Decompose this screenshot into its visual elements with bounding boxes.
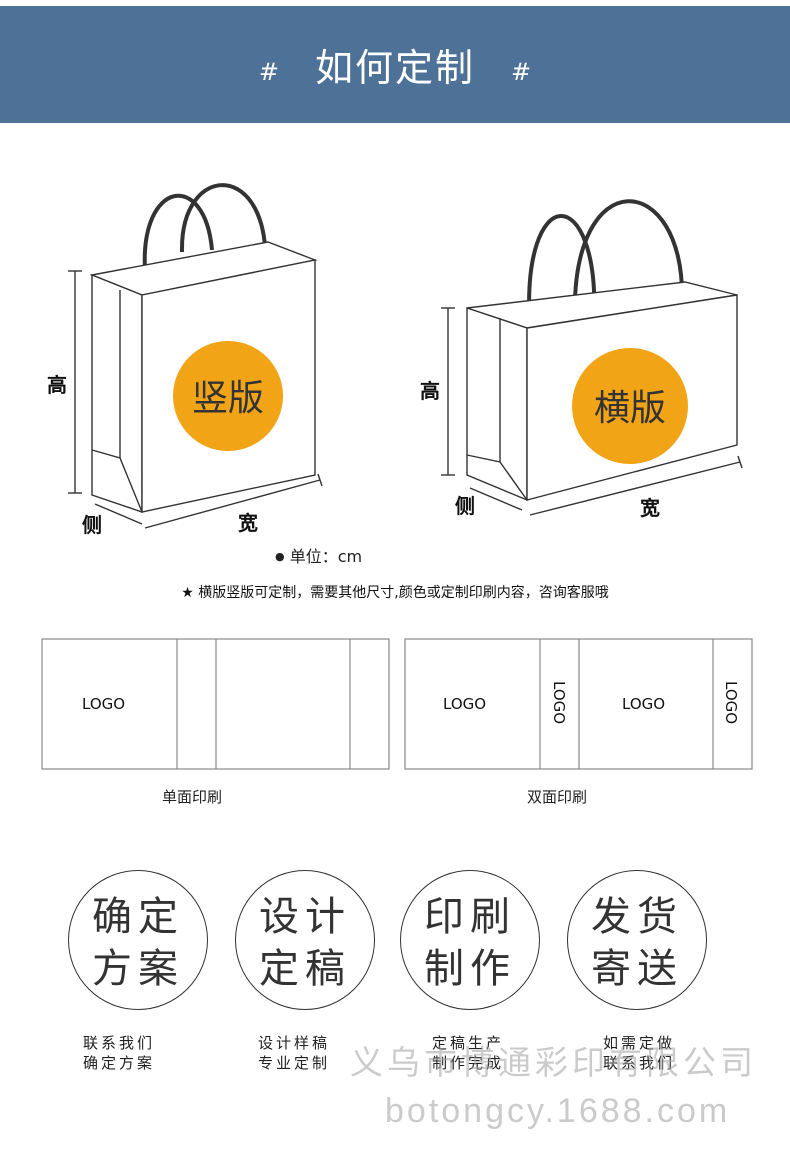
horizontal-height-label: 高 bbox=[420, 379, 440, 403]
step-desc-line1: 定稿生产 bbox=[432, 1034, 505, 1052]
double-logo-back: LOGO bbox=[622, 695, 665, 713]
step-circle-ship: 发货 寄送 bbox=[567, 870, 707, 1010]
vertical-badge bbox=[173, 341, 283, 451]
step-desc-print: 定稿生产 制作完成 bbox=[432, 1033, 504, 1073]
bullet-icon: ● bbox=[275, 550, 285, 563]
bag-illustrations: 竖版 高 侧 宽 横版 高 侧 宽 bbox=[47, 183, 743, 537]
watermark-company: 义乌市博通彩印有限公司 bbox=[350, 1043, 757, 1082]
step-desc-line2: 制作完成 bbox=[432, 1054, 505, 1072]
step-desc-design: 设计样稿 专业定制 bbox=[258, 1033, 330, 1073]
header-banner: # 如何定制 # bbox=[0, 6, 790, 123]
horizontal-bag bbox=[441, 199, 743, 516]
step-desc-line1: 设计样稿 bbox=[258, 1034, 331, 1052]
step-title-line2: 寄送 bbox=[591, 946, 683, 992]
customization-note-text: 横版竖版可定制，需要其他尺寸,颜色或定制印刷内容，咨询客服哦 bbox=[198, 585, 609, 601]
step-desc-line2: 确定方案 bbox=[83, 1054, 156, 1072]
vertical-badge-label: 竖版 bbox=[192, 378, 264, 419]
step-circle-print: 印刷 制作 bbox=[400, 870, 540, 1010]
step-title-line1: 发货 bbox=[591, 894, 683, 940]
single-side-layout: LOGO bbox=[41, 638, 391, 775]
customization-note: ★ 横版竖版可定制，需要其他尺寸,颜色或定制印刷内容，咨询客服哦 bbox=[0, 582, 790, 602]
single-side-caption: 单面印刷 bbox=[162, 788, 223, 806]
horizontal-badge-label: 横版 bbox=[594, 388, 666, 429]
step-desc-ship: 如需定做 联系我们 bbox=[603, 1033, 675, 1073]
step-circle-design: 设计 定稿 bbox=[235, 870, 375, 1010]
step-desc-confirm: 联系我们 确定方案 bbox=[83, 1033, 155, 1073]
single-logo: LOGO bbox=[82, 695, 125, 713]
horizontal-width-label: 宽 bbox=[640, 496, 660, 520]
double-logo-front: LOGO bbox=[443, 695, 486, 713]
step-desc-line2: 专业定制 bbox=[258, 1054, 331, 1072]
watermark-site: botongcy.1688.com bbox=[385, 1092, 731, 1130]
vertical-height-label: 高 bbox=[47, 373, 67, 397]
step-desc-line2: 联系我们 bbox=[603, 1054, 676, 1072]
vertical-side-label: 侧 bbox=[82, 513, 102, 537]
double-side-caption: 双面印刷 bbox=[527, 788, 588, 806]
step-circle-confirm: 确定 方案 bbox=[68, 870, 208, 1010]
page-title: 如何定制 bbox=[314, 46, 475, 90]
step-title-line2: 定稿 bbox=[259, 946, 351, 992]
step-desc-line1: 如需定做 bbox=[603, 1034, 676, 1052]
star-icon: ★ bbox=[181, 585, 194, 601]
step-title-line1: 印刷 bbox=[424, 894, 516, 940]
horizontal-badge bbox=[572, 348, 688, 464]
double-logo-side2: LOGO bbox=[722, 681, 740, 724]
vertical-width-label: 宽 bbox=[238, 511, 258, 535]
step-title-line1: 设计 bbox=[259, 894, 351, 940]
step-title-line2: 方案 bbox=[92, 946, 184, 992]
unit-note: ● 单位：cm bbox=[275, 543, 362, 567]
step-title-line1: 确定 bbox=[92, 894, 184, 940]
step-title-line2: 制作 bbox=[424, 946, 516, 992]
unit-text: 单位：cm bbox=[289, 547, 363, 566]
double-logo-side1: LOGO bbox=[550, 681, 568, 724]
horizontal-side-label: 侧 bbox=[455, 494, 475, 518]
hash-icon-left: # bbox=[258, 57, 279, 86]
double-side-diagram: LOGO LOGO LOGO LOGO bbox=[404, 638, 753, 770]
double-side-layout: LOGO LOGO LOGO LOGO bbox=[404, 638, 754, 775]
single-side-diagram: LOGO bbox=[41, 638, 390, 770]
hash-icon-right: # bbox=[511, 57, 532, 86]
step-desc-line1: 联系我们 bbox=[83, 1034, 156, 1052]
